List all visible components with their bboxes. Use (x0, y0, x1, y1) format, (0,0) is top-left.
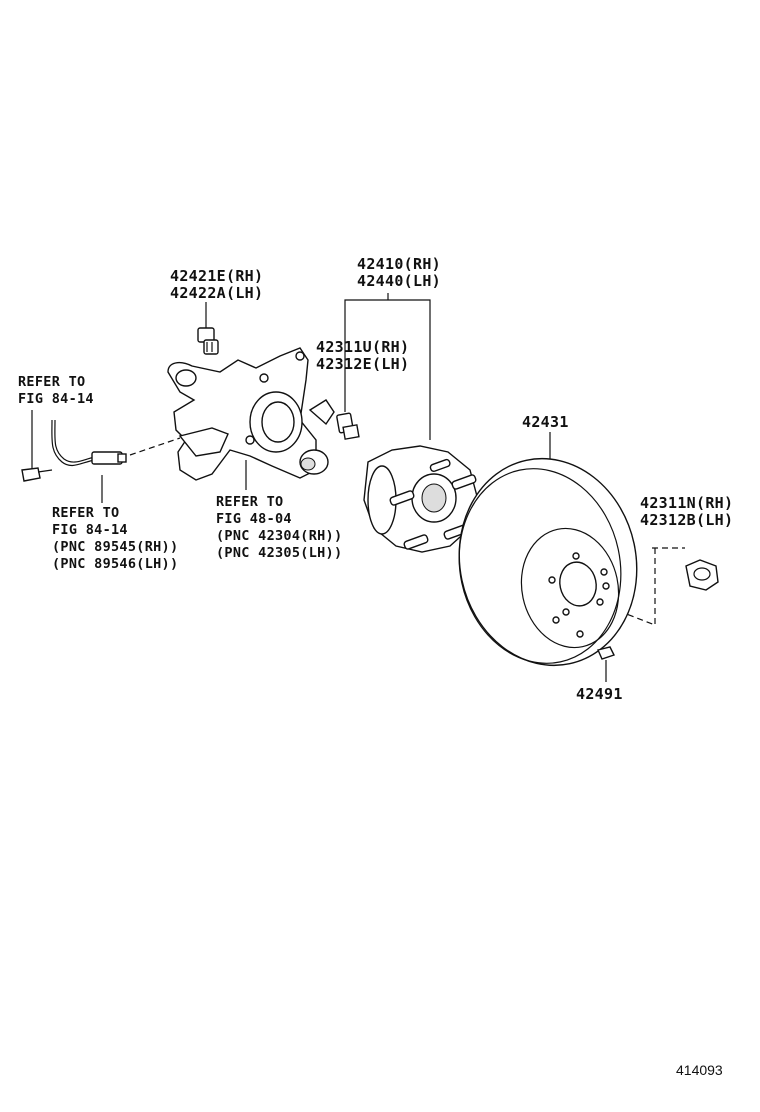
refer-knuckle-line2: FIG 48-04 (216, 511, 292, 527)
hub-assembly (363, 445, 479, 553)
refer-sensor-line1: REFER TO (52, 505, 120, 521)
label-hub-nut-lh: 42312B(LH) (640, 511, 734, 529)
hub-bolt-single (336, 412, 360, 440)
speed-sensor (21, 419, 127, 482)
label-hub-bolt-lh: 42312E(LH) (316, 355, 410, 373)
label-hub-assy-rh: 42410(RH) (357, 255, 441, 273)
label-knuckle-bolt-lh: 42422A(LH) (170, 284, 264, 302)
label-hub-bolt-rh: 42311U(RH) (316, 338, 410, 356)
label-knuckle-bolt-rh: 42421E(RH) (170, 267, 264, 285)
label-disc: 42431 (522, 413, 569, 431)
hub-nut (685, 559, 719, 591)
refer-sensor-top-line1: REFER TO (18, 374, 86, 390)
steering-knuckle (167, 347, 335, 481)
refer-sensor-line3: (PNC 89545(RH)) (52, 539, 179, 555)
disc-screw (597, 646, 615, 660)
refer-knuckle-line1: REFER TO (216, 494, 284, 510)
refer-knuckle-line3: (PNC 42304(RH)) (216, 528, 343, 544)
refer-knuckle-line4: (PNC 42305(LH)) (216, 545, 343, 561)
label-hub-nut-rh: 42311N(RH) (640, 494, 734, 512)
refer-sensor-line4: (PNC 89546(LH)) (52, 556, 179, 572)
brake-disc (458, 457, 638, 667)
refer-sensor-line2: FIG 84-14 (52, 522, 128, 538)
refer-sensor-top-line2: FIG 84-14 (18, 391, 94, 407)
knuckle-bolt (197, 327, 219, 355)
label-hub-assy-lh: 42440(LH) (357, 272, 441, 290)
figure-number: 414093 (676, 1062, 723, 1078)
label-disc-screw: 42491 (576, 685, 623, 703)
